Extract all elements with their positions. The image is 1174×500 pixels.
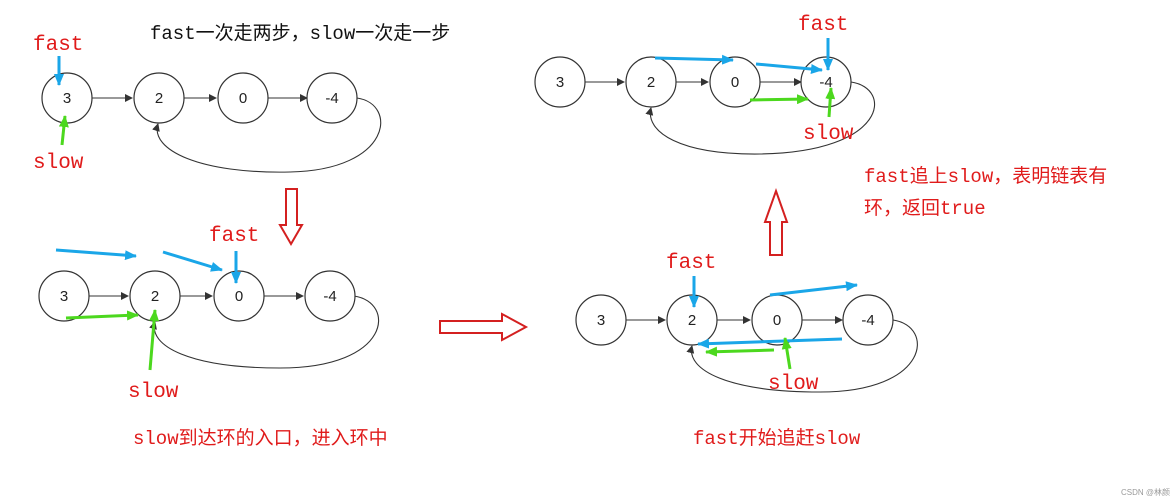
node-value: 2 <box>151 288 159 305</box>
node-value: 2 <box>688 312 696 329</box>
fast-move-arrow <box>769 281 858 297</box>
watermark: CSDN @林颜 <box>1121 487 1170 497</box>
slow-pointer-arrow <box>58 115 69 146</box>
node: 3 <box>38 270 90 322</box>
fast-move-arrow <box>697 337 843 349</box>
caption-cycle-detected-line1: fast追上slow，表明链表有 <box>864 165 1107 188</box>
panel-slow-enters-cycle: 3 2 0 -4 fast slow slow到达环的入口，进入环中 <box>38 225 388 450</box>
node: 2 <box>625 56 677 108</box>
node: 3 <box>534 56 586 108</box>
node: 0 <box>709 56 761 108</box>
node: 3 <box>575 294 627 346</box>
panel-fast-chases-slow: 3 2 0 -4 fast slow fast开始追赶slow <box>575 252 918 450</box>
slow-label: slow <box>768 373 819 396</box>
fast-move-arrow <box>162 250 223 272</box>
fast-label: fast <box>33 34 83 57</box>
node-value: 0 <box>773 312 781 329</box>
fast-label: fast <box>798 14 848 37</box>
node-value: 0 <box>731 74 739 91</box>
slow-pointer-arrow <box>781 337 792 370</box>
node: 0 <box>213 270 265 322</box>
slow-move-arrow <box>705 346 775 357</box>
node: -4 <box>304 270 356 322</box>
cycle-link <box>149 295 379 369</box>
slow-move-arrow <box>65 310 139 321</box>
node-value: 3 <box>63 90 71 107</box>
fast-label: fast <box>666 252 716 275</box>
slow-label: slow <box>128 381 179 404</box>
node: 0 <box>217 72 269 124</box>
node-value: 3 <box>597 312 605 329</box>
step-arrow-up <box>763 188 789 256</box>
fast-move-arrow <box>55 248 137 261</box>
node-value: 2 <box>155 90 163 107</box>
slow-pointer-arrow <box>825 87 836 118</box>
node: -4 <box>842 294 894 346</box>
fast-move-arrow <box>654 54 734 65</box>
node: 3 <box>41 72 93 124</box>
node: 2 <box>133 72 185 124</box>
step-arrow-down <box>278 188 304 246</box>
node-value: 3 <box>556 74 564 91</box>
caption-step-rule: fast一次走两步，slow一次走一步 <box>150 22 450 45</box>
node: 2 <box>129 270 181 322</box>
caption-slow-enters-cycle: slow到达环的入口，进入环中 <box>133 427 388 450</box>
node-value: 0 <box>239 90 247 107</box>
node-value: 3 <box>60 288 68 305</box>
node-value: 2 <box>647 74 655 91</box>
step-arrow-right <box>439 312 529 342</box>
node-value: -4 <box>819 74 832 91</box>
node-value: 0 <box>235 288 243 305</box>
node-value: -4 <box>325 90 338 107</box>
node: -4 <box>800 56 852 108</box>
panel-fast-meets-slow: 3 2 0 -4 fast slow fast追上slow，表明链表有 环，返回… <box>534 14 1107 220</box>
slow-label: slow <box>803 123 854 146</box>
node: 0 <box>751 294 803 346</box>
caption-cycle-detected-line2: 环，返回true <box>864 197 986 220</box>
cycle-link <box>686 319 918 393</box>
fast-move-arrow <box>755 62 823 74</box>
node: -4 <box>306 72 358 124</box>
fast-label: fast <box>209 225 259 248</box>
cycle-link <box>152 97 382 173</box>
panel-initial: fast一次走两步，slow一次走一步 3 2 0 -4 fast slow <box>33 22 450 175</box>
node-value: -4 <box>323 288 336 305</box>
cycle-link <box>645 81 875 155</box>
caption-fast-chases: fast开始追赶slow <box>693 427 861 450</box>
node-value: -4 <box>861 312 874 329</box>
slow-move-arrow <box>749 94 809 105</box>
slow-label: slow <box>33 152 84 175</box>
node: 2 <box>666 294 718 346</box>
slow-pointer-arrow <box>148 309 160 371</box>
